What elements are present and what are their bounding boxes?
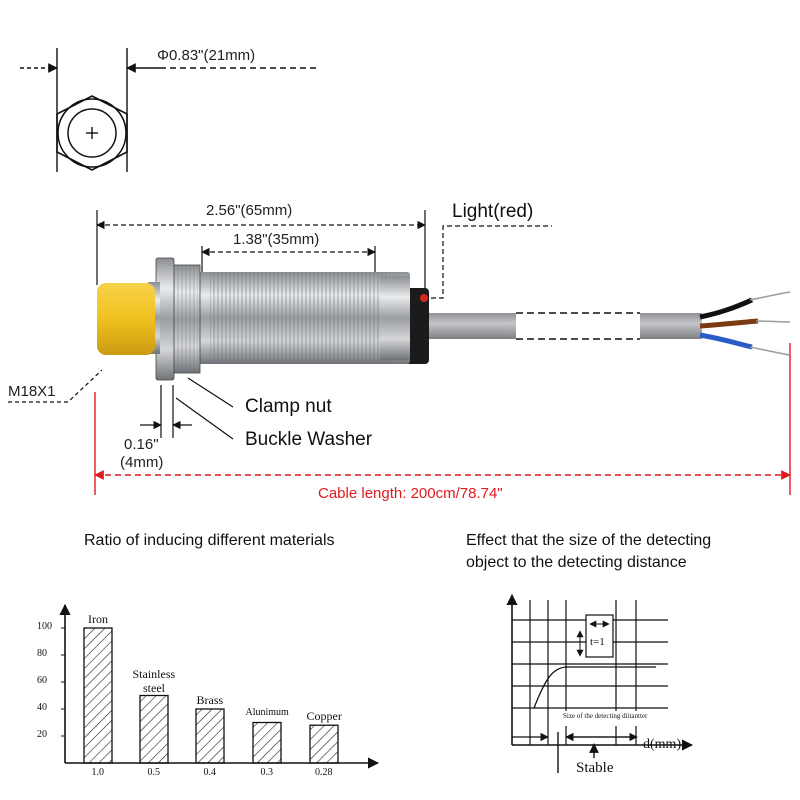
nut-width-label: 0.16" bbox=[124, 436, 159, 453]
effect-title-line1: Effect that the size of the detecting bbox=[466, 532, 712, 549]
ratio-bar bbox=[139, 694, 169, 764]
x-tick-label: 1.0 bbox=[91, 767, 105, 778]
stable-label: Stable bbox=[576, 760, 614, 776]
y-tick-label: 80 bbox=[37, 648, 47, 659]
distance-axis-label: d(mm) bbox=[643, 737, 682, 752]
ratio-bar bbox=[252, 721, 282, 764]
buckle-washer-label: Buckle Washer bbox=[245, 429, 373, 450]
bar-category-label: Stainless bbox=[132, 666, 176, 681]
detecting-size-label: Size of the detecting diitantter bbox=[563, 712, 648, 720]
bar-category-label: Iron bbox=[88, 612, 108, 626]
bar-category-label: Brass bbox=[196, 693, 224, 707]
ratio-bars bbox=[61, 627, 339, 764]
x-tick-label: 0.4 bbox=[203, 767, 217, 778]
y-tick-label: 100 bbox=[37, 621, 52, 632]
bar-category-label: Copper bbox=[306, 709, 342, 724]
bar-category-label: steel bbox=[143, 680, 165, 695]
y-tick-label: 60 bbox=[37, 675, 47, 686]
y-tick-label: 40 bbox=[37, 702, 47, 713]
ratio-bar bbox=[309, 724, 339, 764]
clamp-nut-label: Clamp nut bbox=[245, 396, 332, 417]
ratio-bar bbox=[195, 708, 225, 764]
thread-spec-label: M18X1 bbox=[8, 383, 56, 400]
nut-width-mm-label: (4mm) bbox=[120, 454, 164, 471]
effect-title-line2: object to the detecting distance bbox=[466, 554, 687, 571]
x-tick-label: 0.5 bbox=[147, 767, 161, 778]
cable-length-label: Cable length: 200cm/78.74" bbox=[318, 485, 503, 502]
bar-category-label: Alunimum bbox=[245, 706, 289, 718]
sensor-body bbox=[97, 257, 791, 381]
t-label: t=1 bbox=[590, 636, 605, 648]
ratio-bar bbox=[83, 627, 113, 764]
light-label: Light(red) bbox=[452, 201, 534, 222]
ratio-title: Ratio of inducing different materials bbox=[84, 532, 335, 549]
effect-diagram bbox=[506, 593, 694, 773]
x-tick-label: 0.3 bbox=[260, 767, 274, 778]
y-tick-label: 20 bbox=[37, 729, 47, 740]
x-tick-label: 0.28 bbox=[315, 767, 333, 778]
end-view bbox=[20, 48, 318, 172]
thread-length-label: 1.38"(35mm) bbox=[233, 231, 320, 248]
length-label: 2.56"(65mm) bbox=[206, 202, 293, 219]
diameter-label: Φ0.83"(21mm) bbox=[157, 47, 256, 64]
